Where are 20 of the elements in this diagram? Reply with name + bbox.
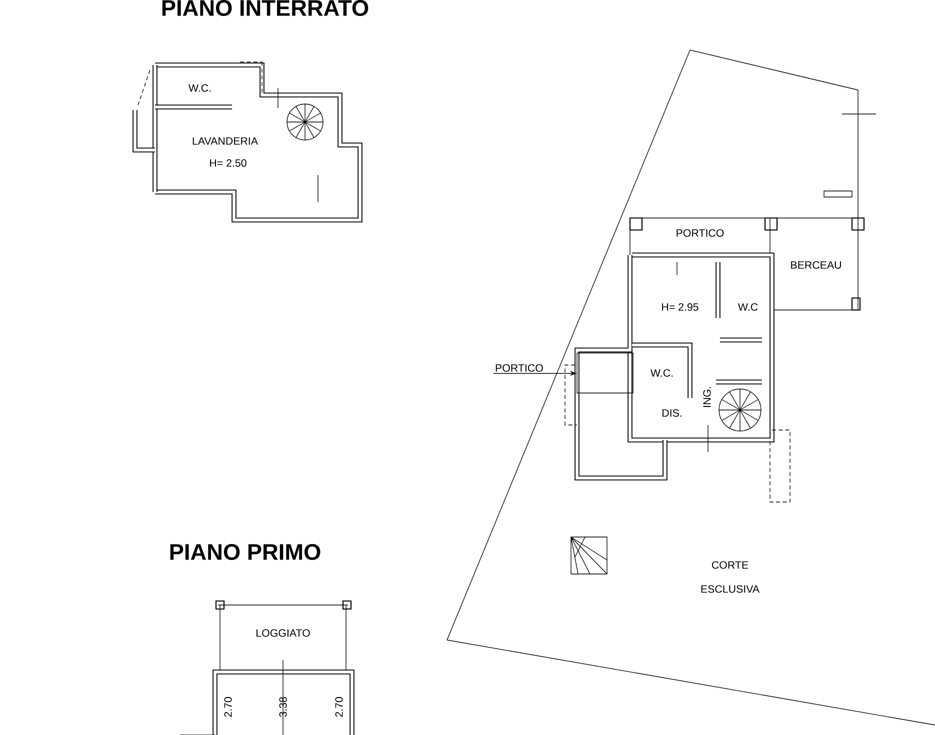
room-label: BERCEAU	[791, 261, 841, 269]
floor-title: PIANO PRIMO	[170, 544, 320, 560]
room-label: W.C	[738, 303, 758, 311]
room-label: LAVANDERIA	[192, 137, 258, 145]
height-label: H= 2.50	[210, 159, 246, 167]
room-label: DIS.	[662, 409, 682, 417]
callout-text: PORTICO	[496, 364, 543, 372]
room-label: W.C.	[650, 369, 673, 377]
room-label: W.C.	[188, 84, 211, 92]
dimension-label: 2.70	[224, 697, 232, 717]
room-label: ING.	[703, 387, 711, 407]
area-label: CORTE	[712, 561, 748, 569]
room-label: PORTICO	[676, 229, 724, 237]
dimension-label: 2.70	[335, 697, 343, 717]
height-label: H= 2.95	[662, 303, 698, 311]
room-label: LOGGIATO	[256, 629, 310, 637]
portico-area	[576, 352, 634, 394]
floor-title: PIANO INTERRATO	[162, 0, 368, 16]
dimension-label: 3.38	[279, 697, 287, 717]
area-label: ESCLUSIVA	[701, 585, 760, 593]
